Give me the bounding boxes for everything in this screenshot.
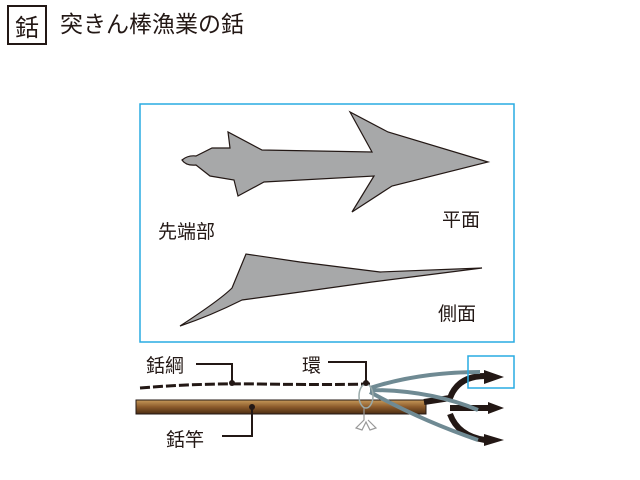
leader-dot <box>229 380 235 386</box>
harpoon-pole <box>135 399 427 415</box>
label-side-view: 側面 <box>438 303 476 325</box>
label-tip: 先端部 <box>158 221 215 243</box>
blade-plan-view <box>181 110 491 213</box>
leader-pole <box>222 408 253 437</box>
page-title: 突きん棒漁業の銛 <box>60 12 244 38</box>
leader-rope <box>196 363 233 382</box>
label-plan-view: 平面 <box>442 209 480 231</box>
label-harpoon-pole: 銛竿 <box>166 429 204 451</box>
ring-tie <box>354 408 378 431</box>
title-badge: 銛 <box>7 5 47 45</box>
prong-tips <box>484 370 504 446</box>
label-harpoon-rope: 銛綱 <box>146 355 184 377</box>
detail-frame <box>139 103 515 343</box>
tip-highlight-frame <box>467 355 515 389</box>
label-ring: 環 <box>302 355 321 377</box>
blade-side-view <box>179 253 483 327</box>
leader-dot <box>249 404 255 410</box>
leader-ring <box>328 361 367 382</box>
leader-dot <box>363 380 369 386</box>
harpoon-rope <box>139 382 371 390</box>
